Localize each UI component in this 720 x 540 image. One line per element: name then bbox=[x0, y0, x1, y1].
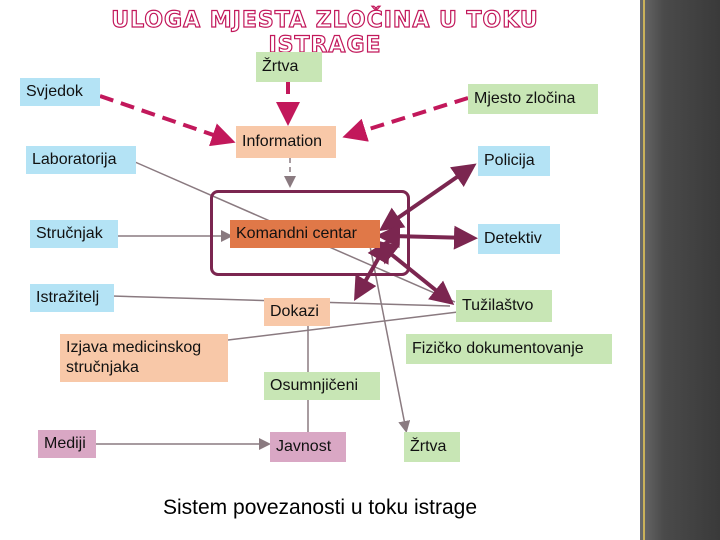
node-mjesto-zlocina: Mjesto zločina bbox=[468, 84, 598, 114]
node-istrazitelj: Istražitelj bbox=[30, 284, 114, 312]
node-javnost: Javnost bbox=[270, 432, 346, 462]
diagram-caption: Sistem povezanosti u toku istrage bbox=[163, 496, 477, 519]
node-dokazi: Dokazi bbox=[264, 298, 330, 326]
arrow-komandni-tuzilastvo bbox=[373, 239, 455, 306]
arrow-mjesto-information bbox=[342, 96, 469, 142]
node-izjava-medicinskog-strucnjaka: Izjava medicinskog stručnjaka bbox=[60, 334, 228, 382]
node-laboratorija: Laboratorija bbox=[26, 146, 136, 174]
node-tuzilastvo: Tužilaštvo bbox=[456, 290, 552, 322]
arrow-komandni-detektiv bbox=[376, 224, 478, 250]
node-mediji: Mediji bbox=[38, 430, 96, 458]
node-osumnjiceni: Osumnjičeni bbox=[264, 372, 380, 400]
node-svjedok: Svjedok bbox=[20, 78, 100, 106]
node-information: Information bbox=[236, 126, 336, 158]
line-izjava-tuzilastvo bbox=[227, 311, 459, 341]
decorative-sidebar-line bbox=[643, 0, 645, 540]
arrow-komandni-policija bbox=[378, 163, 477, 232]
decorative-sidebar bbox=[640, 0, 720, 540]
node-zrtva-top: Žrtva bbox=[256, 52, 322, 82]
node-detektiv: Detektiv bbox=[478, 224, 560, 254]
node-policija: Policija bbox=[478, 146, 550, 176]
node-fizicko-dokumentovanje: Fizičko dokumentovanje bbox=[406, 334, 612, 364]
arrow-svjedok-information bbox=[99, 94, 236, 147]
node-komandni-centar: Komandni centar bbox=[230, 220, 380, 248]
command-group-frame bbox=[210, 190, 410, 276]
node-strucnjak: Stručnjak bbox=[30, 220, 118, 248]
node-zrtva-bottom: Žrtva bbox=[404, 432, 460, 462]
slide-title: ULOGA MJESTA ZLOČINA U TOKU ISTRAGE bbox=[111, 7, 539, 58]
